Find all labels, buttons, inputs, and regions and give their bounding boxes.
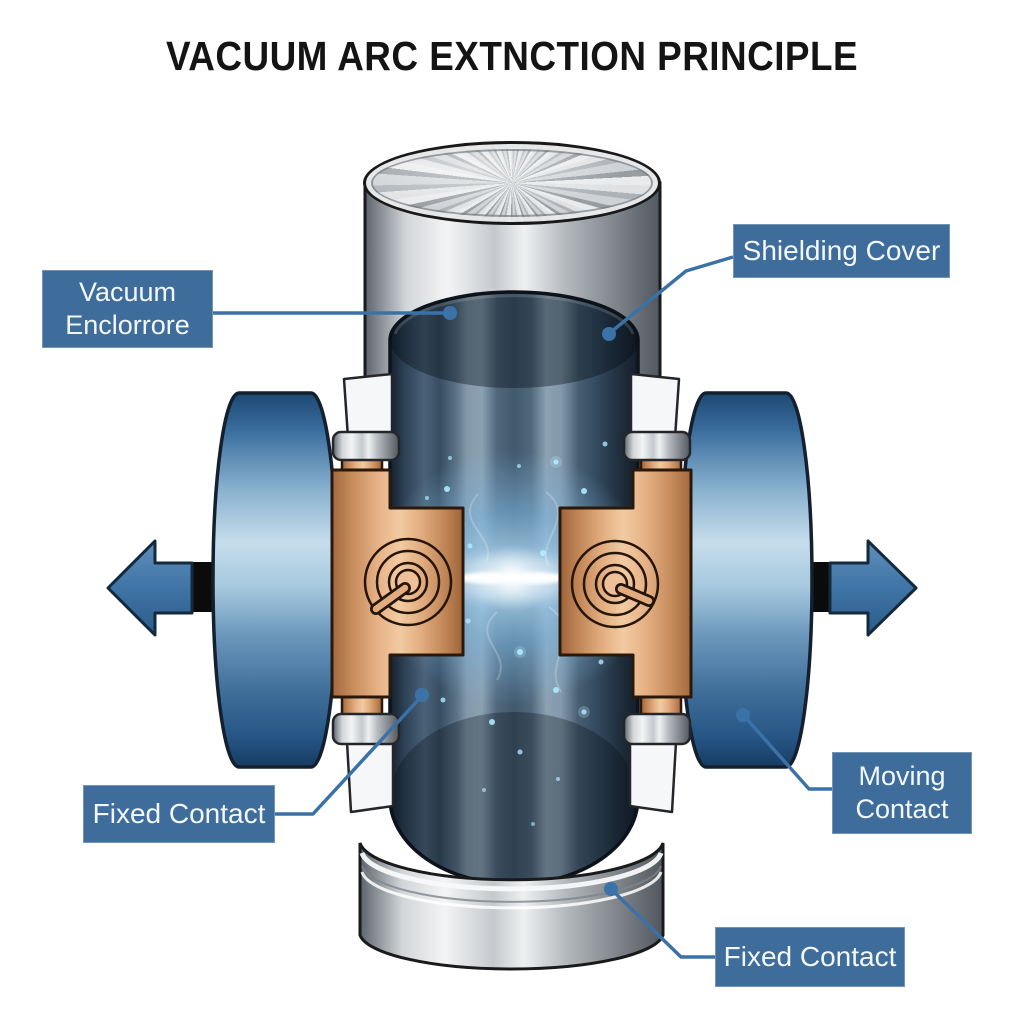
label-line: Enclorrore <box>65 310 190 340</box>
leader-dot-fixed-contact-left <box>415 688 429 702</box>
flange-panel-lower-right <box>628 740 678 814</box>
base-ring-highlight-2 <box>360 871 663 910</box>
inner-shield-bottom-shade <box>390 712 638 884</box>
base-ring-highlight-1 <box>359 852 664 892</box>
spiral-contact-face-right <box>570 539 660 629</box>
inner-shield-top-shade <box>390 292 638 388</box>
flange-panels <box>342 372 681 814</box>
cap-top-brushed-face <box>363 141 661 225</box>
leader-dot-vacuum-enclosure <box>443 306 457 320</box>
label-line: Moving <box>858 761 946 792</box>
label-line: Vacuum <box>78 277 177 308</box>
flange-lips <box>331 430 692 746</box>
base-body <box>358 842 665 971</box>
motion-arrow-right-icon <box>828 539 918 637</box>
base-ring-groove <box>361 865 662 903</box>
leader-shielding-cover <box>609 255 734 334</box>
copper-contacts <box>330 448 693 720</box>
leader-dot-moving-contact <box>736 708 750 722</box>
left-stem-cylinder <box>211 391 339 769</box>
label-vacuum-enclosure: Vacuum Enclorrore <box>42 270 213 348</box>
label-moving-contact: Moving Contact <box>832 752 972 834</box>
glass-rim-highlight <box>393 294 635 335</box>
leader-lines <box>213 255 832 959</box>
page-title: VACUUM ARC EXTNCTION PRINCIPLE <box>165 33 859 79</box>
leader-dot-fixed-contact-bottom <box>604 882 618 896</box>
label-fixed-contact-bottom: Fixed Contact <box>715 927 905 987</box>
leader-fixed-contact-bottom <box>611 889 715 959</box>
label-line: Shielding Cover <box>742 234 941 266</box>
motion-arrow-left-icon <box>106 539 194 637</box>
label-line: Fixed Contact <box>723 940 897 972</box>
leader-fixed-contact-left <box>275 695 423 816</box>
flange-panel-upper-left <box>342 372 394 440</box>
spiral-contact-face-left <box>363 537 453 627</box>
flange-lip-lower-right <box>622 712 692 746</box>
bottom-metal-base <box>358 842 665 971</box>
label-line: Fixed Contact <box>92 797 266 829</box>
leader-moving-contact <box>743 715 832 791</box>
flange-lip-upper-left <box>331 430 401 462</box>
leader-dot-shielding-cover <box>602 327 616 341</box>
label-shielding-cover: Shielding Cover <box>733 224 950 278</box>
flange-lip-upper-right <box>622 430 692 462</box>
leader-dots <box>415 306 750 896</box>
flange-panel-upper-right <box>629 372 681 440</box>
label-line: Contact <box>855 794 949 824</box>
label-fixed-contact-left: Fixed Contact <box>83 785 275 843</box>
shaft-stub-left <box>190 562 214 612</box>
